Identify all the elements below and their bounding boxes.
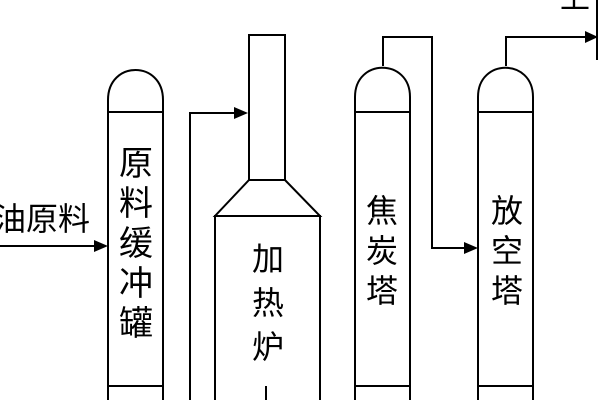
furnace-label: 加热炉 xyxy=(252,240,284,366)
feed-arrow xyxy=(0,240,108,252)
pipe-vent-top xyxy=(505,31,598,66)
corner-label: 上 xyxy=(560,0,590,16)
furnace-vessel xyxy=(212,34,323,400)
coke-tower-vessel xyxy=(354,66,411,400)
vent-tower-vessel xyxy=(477,66,534,400)
pipe-coke-top xyxy=(382,36,478,254)
buffer-tank-label: 原料缓冲罐 xyxy=(119,144,153,344)
vent-tower-label: 放空塔 xyxy=(491,192,523,310)
coke-tower-label: 焦炭塔 xyxy=(366,192,398,310)
pipe-tank-to-furnace xyxy=(189,107,248,400)
buffer-tank-vessel xyxy=(107,69,164,400)
feed-label: 油原料 xyxy=(0,200,90,238)
